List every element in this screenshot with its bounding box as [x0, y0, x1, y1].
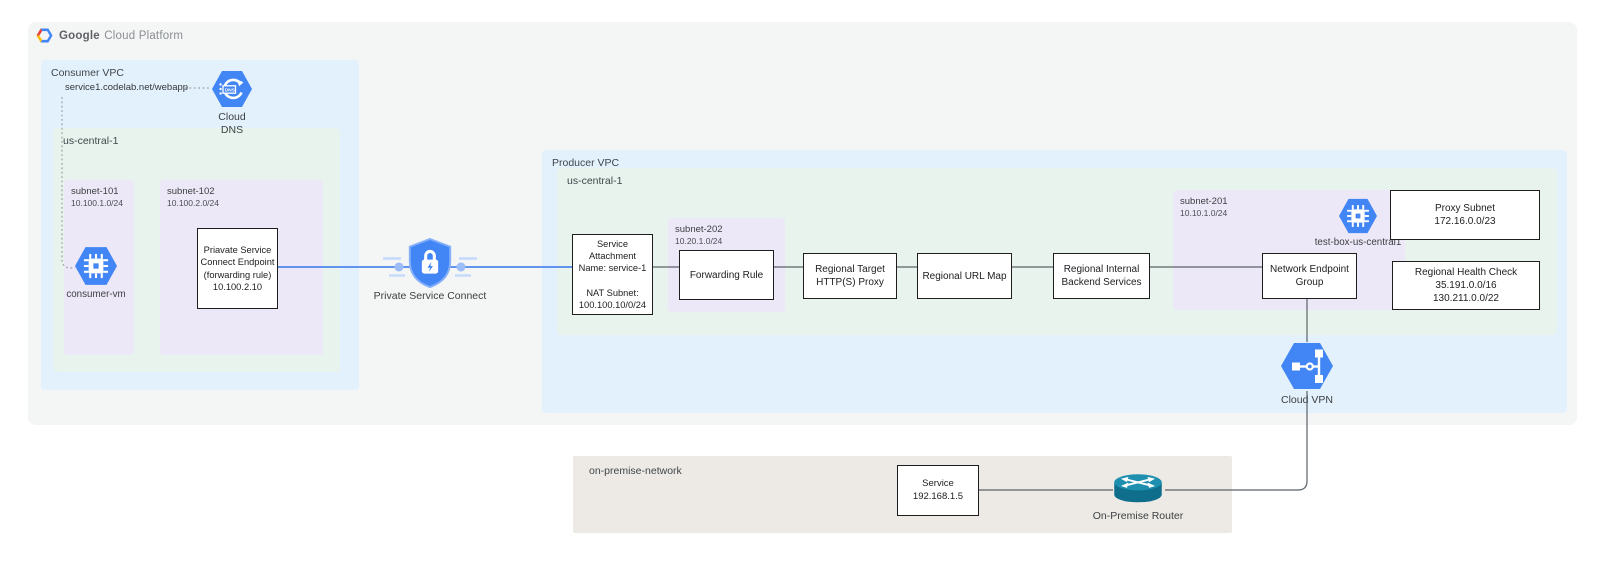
subnet-101-labels: subnet-101 10.100.1.0/24	[71, 186, 123, 209]
cloud-dns-icon: DNS	[212, 71, 252, 107]
consumer-region-label: us-central-1	[63, 135, 119, 147]
subnet-102-name: subnet-102	[167, 186, 215, 197]
proxy-subnet-box: Proxy Subnet 172.16.0.0/23	[1390, 190, 1540, 240]
subnet-202-cidr: 10.20.1.0/24	[675, 236, 723, 247]
compute-engine-icon	[1339, 198, 1377, 234]
cloud-dns-node: DNS Cloud DNS	[192, 69, 272, 137]
subnet-201-labels: subnet-201 10.10.1.0/24	[1180, 196, 1228, 219]
logo-word-cloud-platform: Cloud Platform	[104, 30, 184, 42]
subnet-201-cidr: 10.10.1.0/24	[1180, 208, 1228, 219]
svg-text:DNS: DNS	[225, 88, 236, 94]
psc-deco-dot	[456, 262, 466, 272]
producer-region-label: us-central-1	[567, 175, 623, 187]
cloud-vpn-node: Cloud VPN	[1272, 340, 1342, 407]
test-box-node: test-box-us-central1	[1300, 197, 1416, 249]
cloud-dns-label: Cloud DNS	[218, 111, 246, 137]
logo-word-google: Google	[59, 30, 100, 42]
health-check-box: Regional Health Check 35.191.0.0/16 130.…	[1392, 261, 1540, 310]
target-proxy-box: Regional Target HTTP(S) Proxy	[803, 253, 897, 299]
private-service-connect-node: Private Service Connect	[360, 238, 500, 303]
on-premise-label: on-premise-network	[589, 465, 682, 477]
on-premise-router-node: On-Premise Router	[1081, 470, 1195, 523]
consumer-vm-label: consumer-vm	[66, 289, 126, 300]
service-attachment-box: Service Attachment Name: service-1 NAT S…	[572, 234, 653, 315]
subnet-102-cidr: 10.100.2.0/24	[167, 198, 219, 209]
subnet-101-name: subnet-101	[71, 186, 119, 197]
forwarding-rule-box: Forwarding Rule	[679, 250, 774, 300]
gcp-hexagon-icon	[36, 28, 53, 42]
link-vpn-router	[1165, 391, 1308, 491]
subnet-202-name: subnet-202	[675, 224, 723, 235]
network-endpoint-group-box: Network Endpoint Group	[1262, 253, 1357, 299]
gcp-logo-text: Google Cloud Platform	[59, 26, 183, 44]
psc-deco-dot	[394, 262, 404, 272]
gcp-logo: Google Cloud Platform	[36, 26, 183, 44]
consumer-vm-node: consumer-vm	[62, 245, 130, 301]
url-map-box: Regional URL Map	[917, 253, 1012, 299]
subnet-101-cidr: 10.100.1.0/24	[71, 198, 123, 209]
dotted-link-consumer-vm	[61, 97, 75, 269]
compute-engine-icon	[75, 247, 117, 285]
cloud-vpn-label: Cloud VPN	[1281, 394, 1333, 406]
cloud-vpn-icon	[1281, 343, 1333, 389]
router-icon	[1114, 474, 1162, 503]
dns-record-text: service1.codelab.net/webapp	[65, 82, 189, 93]
subnet-201-name: subnet-201	[1180, 196, 1228, 207]
consumer-vpc-label: Consumer VPC	[51, 67, 124, 79]
on-premise-service-box: Service 192.168.1.5	[897, 465, 979, 516]
on-premise-router-label: On-Premise Router	[1092, 510, 1184, 522]
producer-vpc-label: Producer VPC	[552, 157, 620, 169]
private-service-connect-icon	[408, 238, 452, 288]
psc-endpoint-box: Priavate Service Connect Endpoint (forwa…	[197, 228, 278, 309]
test-box-label: test-box-us-central1	[1314, 237, 1402, 248]
backend-services-box: Regional Internal Backend Services	[1053, 253, 1150, 299]
private-service-connect-label: Private Service Connect	[373, 290, 487, 302]
subnet-202-labels: subnet-202 10.20.1.0/24	[675, 224, 723, 247]
subnet-102-labels: subnet-102 10.100.2.0/24	[167, 186, 219, 209]
